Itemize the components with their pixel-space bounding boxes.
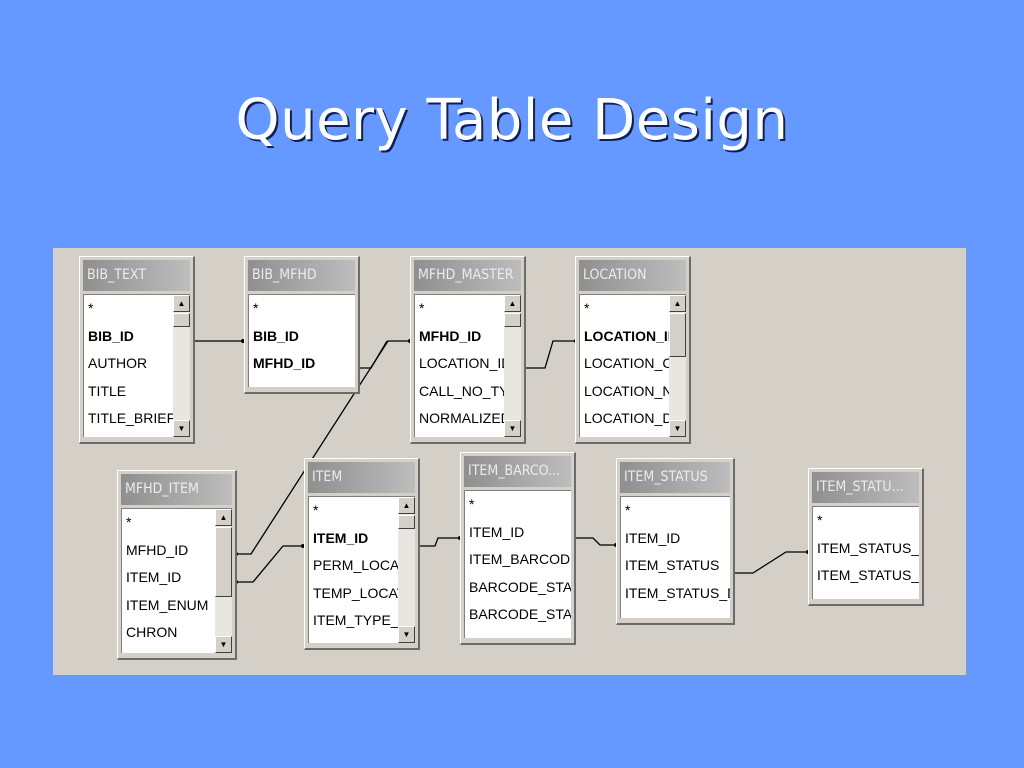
field-item[interactable]: TEMP_LOCATION	[313, 584, 415, 601]
field-item[interactable]: ITEM_TYPE_ID	[313, 612, 413, 628]
field-item[interactable]: ITEM_ID	[313, 529, 369, 546]
vertical-scrollbar[interactable]: ▲ ▼	[504, 295, 521, 437]
field-item[interactable]: *	[253, 300, 259, 316]
field-item[interactable]: ITEM_ID	[126, 569, 182, 585]
field-item[interactable]: ITEM_ENUM	[126, 596, 209, 613]
field-item[interactable]: NORMALIZED	[419, 410, 511, 426]
field-item[interactable]: ITEM_ID	[625, 529, 681, 546]
field-item[interactable]: LOCATION_ID	[584, 327, 678, 344]
field-item[interactable]: PERM_LOCATION	[313, 557, 415, 573]
field-item[interactable]: *	[625, 502, 631, 518]
field-list: * BIB_ID AUTHOR TITLE TITLE_BRIEF ▲ ▼	[83, 294, 190, 437]
field-item[interactable]: *	[817, 512, 823, 528]
relation-mfhd-item-mfhd-master	[236, 340, 410, 555]
field-item[interactable]: MFHD_ID	[253, 355, 316, 371]
field-item[interactable]: *	[313, 502, 319, 518]
scroll-down-arrow-icon[interactable]: ▼	[173, 420, 190, 437]
scroll-down-arrow-icon[interactable]: ▼	[398, 626, 415, 643]
scroll-up-arrow-icon[interactable]: ▲	[398, 497, 415, 514]
scroll-down-arrow-icon[interactable]: ▼	[504, 420, 521, 437]
field-item[interactable]: ITEM_STATUS_DESC	[817, 567, 919, 583]
field-list: * ITEM_ID PERM_LOCATION TEMP_LOCATION IT…	[308, 496, 415, 643]
field-item[interactable]: BARCODE_STATUS	[469, 606, 571, 622]
field-item[interactable]: CALL_NO_TYPE	[419, 382, 521, 399]
field-item[interactable]: AUTHOR	[88, 355, 148, 371]
table-bib-mfhd[interactable]: BIB_MFHD * BIB_ID MFHD_ID	[244, 256, 360, 394]
field-item[interactable]: *	[584, 300, 590, 316]
field-item[interactable]: ITEM_STATUS	[625, 557, 720, 573]
table-title[interactable]: ITEM_STATU...	[812, 472, 919, 503]
field-list: * LOCATION_ID LOCATION_CODE LOCATION_NAM…	[579, 294, 686, 437]
scroll-up-arrow-icon[interactable]: ▲	[669, 295, 686, 312]
field-item[interactable]: MFHD_ID	[419, 327, 482, 344]
table-item-status-type[interactable]: ITEM_STATU... * ITEM_STATUS_TYPE ITEM_ST…	[808, 468, 924, 606]
field-item[interactable]: ITEM_BARCODE	[469, 551, 571, 567]
table-title[interactable]: MFHD_ITEM	[121, 474, 232, 505]
query-design-canvas: BIB_TEXT * BIB_ID AUTHOR TITLE TITLE_BRI…	[53, 248, 966, 675]
table-item[interactable]: ITEM * ITEM_ID PERM_LOCATION TEMP_LOCATI…	[304, 458, 420, 650]
slide-title: Query Table Design	[235, 88, 789, 153]
field-item[interactable]: LOCATION_NAME	[584, 382, 686, 399]
field-item[interactable]: LOCATION_ID	[419, 355, 512, 371]
vertical-scrollbar[interactable]: ▲ ▼	[215, 509, 232, 653]
field-list: * MFHD_ID ITEM_ID ITEM_ENUM CHRON ▲ ▼	[121, 508, 232, 653]
table-title[interactable]: BIB_MFHD	[248, 260, 355, 291]
relation-mfhd-master-location	[523, 340, 576, 369]
field-item[interactable]: MFHD_ID	[126, 541, 189, 558]
field-item[interactable]: BIB_ID	[88, 327, 134, 344]
field-item[interactable]: LOCATION_DISPLAY	[584, 410, 686, 426]
table-mfhd-item[interactable]: MFHD_ITEM * MFHD_ID ITEM_ID ITEM_ENUM CH…	[117, 470, 237, 660]
table-bib-text[interactable]: BIB_TEXT * BIB_ID AUTHOR TITLE TITLE_BRI…	[79, 256, 195, 444]
scroll-thumb[interactable]	[398, 515, 415, 529]
scroll-thumb[interactable]	[215, 527, 232, 597]
scroll-up-arrow-icon[interactable]: ▲	[504, 295, 521, 312]
table-title[interactable]: BIB_TEXT	[83, 260, 190, 291]
field-item[interactable]: ITEM_STATUS_TYPE	[817, 539, 919, 556]
relation-item-barcode-item-status	[573, 537, 616, 546]
field-item[interactable]: BARCODE_STATUS	[469, 578, 571, 595]
field-list: * ITEM_STATUS_TYPE ITEM_STATUS_DESC	[812, 506, 919, 599]
relation-item-status-type	[733, 551, 808, 574]
vertical-scrollbar[interactable]: ▲ ▼	[398, 497, 415, 643]
vertical-scrollbar[interactable]: ▲ ▼	[669, 295, 686, 437]
field-item[interactable]: *	[419, 300, 425, 316]
field-item[interactable]: *	[88, 300, 94, 316]
scroll-up-arrow-icon[interactable]: ▲	[215, 509, 232, 526]
scroll-up-arrow-icon[interactable]: ▲	[173, 295, 190, 312]
relation-mfhd-item-item	[236, 545, 303, 583]
field-item[interactable]: LOCATION_CODE	[584, 355, 686, 371]
field-list: * BIB_ID MFHD_ID	[248, 294, 355, 387]
field-item[interactable]: *	[126, 514, 132, 530]
vertical-scrollbar[interactable]: ▲ ▼	[173, 295, 190, 437]
relation-bib-mfhd-mfhd-master	[358, 340, 388, 369]
field-item[interactable]: CHRON	[126, 624, 178, 640]
field-item[interactable]: *	[469, 496, 475, 512]
field-list: * ITEM_ID ITEM_BARCODE BARCODE_STATUS BA…	[464, 490, 571, 638]
scroll-down-arrow-icon[interactable]: ▼	[669, 420, 686, 437]
scroll-thumb[interactable]	[504, 313, 521, 327]
field-item[interactable]: TITLE_BRIEF	[88, 410, 176, 426]
scroll-down-arrow-icon[interactable]: ▼	[215, 636, 232, 653]
table-location[interactable]: LOCATION * LOCATION_ID LOCATION_CODE LOC…	[575, 256, 691, 444]
table-item-status[interactable]: ITEM_STATUS * ITEM_ID ITEM_STATUS ITEM_S…	[616, 458, 735, 625]
field-item[interactable]: TITLE	[88, 382, 127, 399]
table-title[interactable]: ITEM_BARCO...	[464, 456, 571, 487]
table-title[interactable]: LOCATION	[579, 260, 686, 291]
table-item-barcode[interactable]: ITEM_BARCO... * ITEM_ID ITEM_BARCODE BAR…	[460, 452, 576, 645]
table-title[interactable]: ITEM_STATUS	[620, 462, 730, 493]
table-title[interactable]: ITEM	[308, 462, 415, 493]
relation-item-item-barcode	[418, 537, 460, 547]
field-item[interactable]: BIB_ID	[253, 327, 299, 344]
table-title[interactable]: MFHD_MASTER	[414, 260, 521, 291]
field-item[interactable]: ITEM_STATUS_DATE	[625, 584, 730, 601]
field-item[interactable]: ITEM_ID	[469, 523, 525, 540]
scroll-thumb[interactable]	[669, 313, 686, 357]
table-mfhd-master[interactable]: MFHD_MASTER * MFHD_ID LOCATION_ID CALL_N…	[410, 256, 526, 444]
scroll-thumb[interactable]	[173, 313, 190, 327]
field-list: * ITEM_ID ITEM_STATUS ITEM_STATUS_DATE	[620, 496, 730, 618]
field-list: * MFHD_ID LOCATION_ID CALL_NO_TYPE NORMA…	[414, 294, 521, 437]
